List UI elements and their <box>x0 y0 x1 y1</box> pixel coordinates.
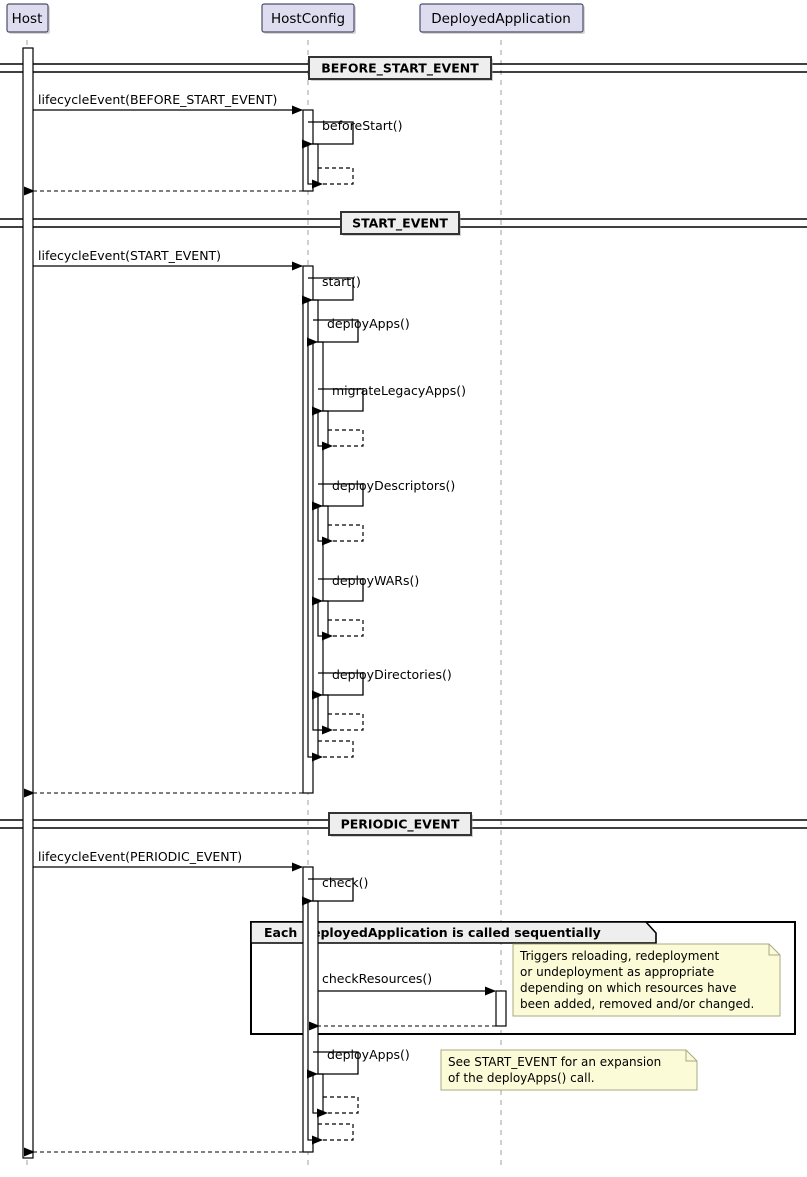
message-label: deployDescriptors() <box>332 478 455 493</box>
note-line: depending on which resources have <box>520 981 737 995</box>
participant-deployedapplication[interactable]: DeployedApplication <box>419 3 585 34</box>
dividers-layer: BEFORE_START_EVENT START_EVENT PERIODIC_EV… <box>0 56 807 837</box>
message-label: start() <box>322 274 361 289</box>
divider-start: START_EVENT <box>0 211 807 236</box>
notes-layer: Triggers reloading, redeployment or undep… <box>440 943 781 1091</box>
message-label: deployDirectories() <box>332 667 452 682</box>
message-m2: beforeStart() <box>302 118 403 149</box>
message-m11 <box>322 524 364 546</box>
note-line: or undeployment as appropriate <box>520 965 714 979</box>
divider-label: PERIODIC_EVENT <box>341 817 460 833</box>
message-m23 <box>317 1096 359 1118</box>
divider-periodic: PERIODIC_EVENT <box>0 812 807 837</box>
message-m20: checkResources() <box>318 971 496 996</box>
activation-bar <box>495 990 507 1027</box>
note-check-resources: Triggers reloading, redeployment or undep… <box>512 943 781 1017</box>
activation-bar <box>317 600 329 637</box>
lifelines-layer <box>26 40 502 1170</box>
note-line: of the deployApps() call. <box>448 1071 595 1085</box>
message-label: migrateLegacyApps() <box>332 383 466 398</box>
activation-bar <box>317 694 329 731</box>
note-deploy-apps: See START_EVENT for an expansion of the d… <box>440 1049 698 1091</box>
message-label: check() <box>322 875 368 890</box>
message-m13 <box>322 619 364 641</box>
message-label: lifecycleEvent(PERIODIC_EVENT) <box>38 849 242 864</box>
divider-label: START_EVENT <box>352 216 448 232</box>
activations-layer <box>22 47 507 1159</box>
message-m1: lifecycleEvent(BEFORE_START_EVENT) <box>33 92 303 115</box>
message-m22: deployApps() <box>307 1047 410 1079</box>
message-m8: migrateLegacyApps() <box>312 383 466 416</box>
message-label: deployApps() <box>327 1047 410 1062</box>
divider-before-start: BEFORE_START_EVENT <box>0 56 807 81</box>
activation-bar <box>317 410 329 447</box>
note-line: See START_EVENT for an expansion <box>448 1055 661 1069</box>
participant-label: DeployedApplication <box>431 11 571 27</box>
message-m12: deployWARs() <box>312 573 419 606</box>
message-label: beforeStart() <box>322 118 403 133</box>
participant-label: HostConfig <box>271 11 345 27</box>
message-m9 <box>322 429 364 451</box>
note-line: Triggers reloading, redeployment <box>519 949 719 963</box>
message-label: lifecycleEvent(BEFORE_START_EVENT) <box>38 92 277 107</box>
divider-label: BEFORE_START_EVENT <box>321 61 479 77</box>
activation-bar <box>317 505 329 542</box>
message-m3 <box>312 167 354 189</box>
participant-label: Host <box>12 11 43 27</box>
message-m24 <box>312 1123 354 1145</box>
message-m14: deployDirectories() <box>312 667 452 700</box>
messages-layer: lifecycleEvent(BEFORE_START_EVENT)before… <box>24 92 496 1157</box>
activation-bar <box>22 47 34 1159</box>
participant-host[interactable]: Host <box>6 3 50 34</box>
message-m10: deployDescriptors() <box>312 478 455 511</box>
message-m19: check() <box>302 875 368 906</box>
note-line: been added, removed and/or changed. <box>520 997 754 1011</box>
activation-bar <box>312 1073 324 1114</box>
participant-hostconfig[interactable]: HostConfig <box>261 3 356 34</box>
group-each-deployedapplication: Each DeployedApplication is called seque… <box>250 921 796 1035</box>
activation-bar <box>307 143 319 185</box>
message-m6: start() <box>302 274 361 305</box>
groups-layer: Each DeployedApplication is called seque… <box>250 921 796 1035</box>
message-m16 <box>312 740 354 762</box>
group-label: Each DeployedApplication is called seque… <box>264 925 601 940</box>
message-label: checkResources() <box>322 971 432 986</box>
participants-layer: Host HostConfig DeployedApplication <box>6 3 585 34</box>
message-m15 <box>322 713 364 735</box>
message-m5: lifecycleEvent(START_EVENT) <box>33 248 303 271</box>
message-m7: deployApps() <box>307 316 410 347</box>
message-m18: lifecycleEvent(PERIODIC_EVENT) <box>33 849 303 872</box>
message-label: lifecycleEvent(START_EVENT) <box>38 248 221 263</box>
message-label: deployApps() <box>327 316 410 331</box>
message-label: deployWARs() <box>332 573 419 588</box>
